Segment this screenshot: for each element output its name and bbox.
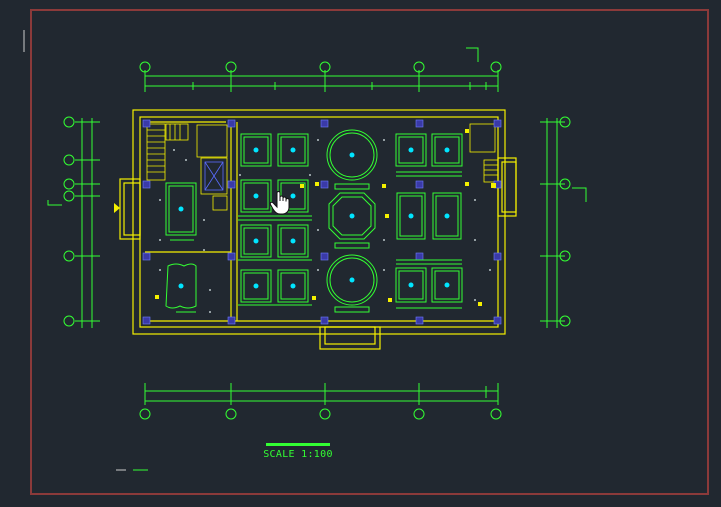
top-dimension-chain bbox=[139, 47, 502, 92]
bottom-dimension-chain bbox=[139, 383, 502, 420]
ceiling-coffers-left bbox=[165, 133, 312, 313]
stair-left bbox=[146, 123, 189, 181]
building-walls bbox=[119, 109, 517, 350]
scale-label: SCALE 1:100 bbox=[263, 449, 333, 460]
stair-right bbox=[469, 123, 499, 183]
drawing-frame bbox=[30, 9, 709, 495]
spot-marks bbox=[155, 129, 496, 306]
section-marker bbox=[114, 203, 120, 213]
service-core bbox=[196, 124, 228, 211]
ceiling-coffers-right bbox=[395, 133, 463, 309]
scale-bar bbox=[266, 443, 330, 446]
hand-pointer-icon bbox=[268, 190, 292, 216]
ceiling-domes-center bbox=[326, 129, 378, 313]
downlight-dots bbox=[159, 139, 491, 313]
light-fixtures bbox=[178, 147, 450, 289]
right-dimension-chain bbox=[540, 116, 587, 328]
structural-columns bbox=[142, 119, 502, 325]
left-dimension-chain bbox=[47, 116, 100, 328]
